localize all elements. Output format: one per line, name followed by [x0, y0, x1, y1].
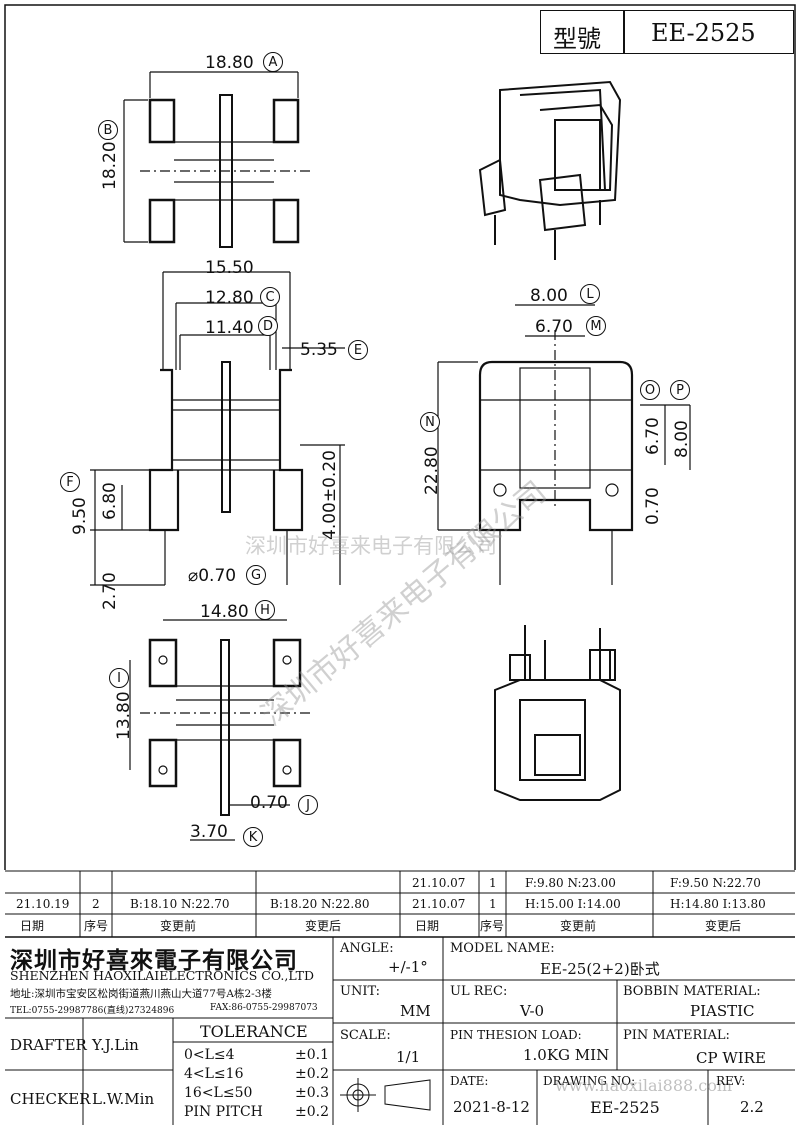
rev2-before-left: B:18.10 N:22.70: [130, 897, 230, 911]
marker-C: C: [260, 287, 280, 307]
tolerance-row: 16<L≤50±0.3: [184, 1085, 329, 1101]
drafter-value: Y.J.Lin: [92, 1036, 139, 1054]
scale-value: 1/1: [396, 1048, 421, 1066]
rev-header-after-left: 变更后: [305, 919, 342, 933]
bobbin-value: PIASTIC: [690, 1002, 755, 1020]
watermark-company: 深圳市好喜来电子有限公司: [245, 534, 497, 558]
marker-I: I: [109, 668, 129, 688]
tolerance-row: 0<L≤4±0.1: [184, 1047, 329, 1063]
angle-value: +/-1°: [388, 958, 428, 976]
marker-M: M: [586, 316, 606, 336]
rev-header-num-right: 序号: [480, 919, 505, 933]
marker-A: A: [263, 52, 283, 72]
pin-load-label: PIN THESION LOAD:: [450, 1028, 582, 1042]
rev-header-before-left: 变更前: [160, 919, 197, 933]
dim-A-value: 18.80: [205, 53, 254, 73]
tolerance-row: PIN PITCH±0.2: [184, 1104, 329, 1120]
date-label: DATE:: [450, 1074, 489, 1088]
dim-L-value: 8.00: [530, 286, 568, 306]
rev1-before-right: F:9.80 N:23.00: [525, 876, 616, 890]
rev1-after-right: F:9.50 N:22.70: [670, 876, 761, 890]
model-box: 型號 EE-2525: [540, 10, 794, 54]
rev1-date-right: 21.10.07: [412, 876, 466, 890]
pin-material-label: PIN MATERIAL:: [623, 1028, 730, 1043]
drawing-no-label: DRAWING NO:: [543, 1074, 636, 1088]
model-name-label: MODEL NAME:: [450, 941, 555, 956]
model-name-value: EE-25(2+2)卧式: [540, 960, 660, 978]
marker-K: K: [243, 827, 263, 847]
marker-N: N: [420, 412, 440, 432]
marker-B: B: [98, 120, 118, 140]
bottom-view: [129, 619, 310, 841]
dim-M-value: 6.70: [535, 317, 573, 337]
ul-value: V-0: [520, 1002, 545, 1020]
company-tel: TEL:0755-29987786(直线)27324896: [10, 1006, 175, 1016]
rev-header-before-right: 变更前: [560, 919, 597, 933]
drafter-label: DRAFTER: [10, 1036, 87, 1054]
bobbin-label: BOBBIN MATERIAL:: [623, 984, 761, 999]
rev-label: REV:: [716, 1074, 746, 1088]
marker-J: J: [298, 795, 318, 815]
scale-label: SCALE:: [340, 1028, 391, 1043]
rev2-after-right: H:14.80 I:13.80: [670, 897, 766, 911]
tolerance-title: TOLERANCE: [200, 1022, 308, 1041]
marker-F: F: [60, 472, 80, 492]
dim-J-value: 0.70: [250, 793, 288, 813]
dim-K-value: 3.70: [190, 822, 228, 842]
top-view: [123, 71, 310, 248]
model-label: 型號: [553, 25, 601, 53]
pin-material-value: CP WIRE: [696, 1049, 766, 1067]
isometric-view-top: [478, 80, 622, 260]
isometric-view-bottom: [494, 625, 621, 801]
dim-top-width: 15.50: [205, 258, 254, 278]
marker-L: L: [580, 284, 600, 304]
drawing-no-value: EE-2525: [590, 1098, 660, 1117]
marker-P: P: [670, 380, 690, 400]
model-value: EE-2525: [651, 19, 756, 47]
dim-C-value: 12.80: [205, 288, 254, 308]
rev-header-date-left: 日期: [20, 919, 45, 933]
unit-label: UNIT:: [340, 984, 381, 999]
checker-label: CHECKER: [10, 1090, 91, 1108]
rev2-date-left: 21.10.19: [16, 897, 70, 911]
marker-O: O: [640, 380, 660, 400]
pin-load-value: 1.0KG MIN: [523, 1046, 610, 1064]
marker-G: G: [246, 565, 266, 585]
angle-label: ANGLE:: [340, 941, 394, 956]
company-address: 地址:深圳市宝安区松岗街道燕川燕山大道77号A栋2-3楼: [10, 988, 272, 1000]
company-name-cn: 深圳市好喜來電子有限公司: [10, 947, 298, 974]
rev-header-date-right: 日期: [415, 919, 440, 933]
rev2-after-left: B:18.20 N:22.80: [270, 897, 370, 911]
tolerance-row: 4<L≤16±0.2: [184, 1066, 329, 1082]
rev2-before-right: H:15.00 I:14.00: [525, 897, 621, 911]
company-fax: FAX:86-0755-29987073: [210, 1003, 318, 1013]
front-view: [90, 271, 345, 586]
rev2-num-left: 2: [92, 897, 100, 911]
marker-D: D: [258, 316, 278, 336]
company-name-en: SHENZHEN HAOXILAIELECTRONICS CO.,LTD: [10, 968, 314, 983]
dim-G-value: ⌀0.70: [188, 566, 237, 586]
date-value: 2021-8-12: [453, 1098, 530, 1116]
side-view: [437, 304, 691, 585]
rev-value: 2.2: [740, 1098, 764, 1116]
dim-H-value: 14.80: [200, 602, 249, 622]
tolerance-list: 0<L≤4±0.1 4<L≤16±0.2 16<L≤50±0.3 PIN PIT…: [184, 1046, 329, 1122]
dim-D-value: 11.40: [205, 318, 254, 338]
dim-E-value: 5.35: [300, 340, 338, 360]
ul-label: UL REC:: [450, 984, 508, 999]
unit-value: MM: [400, 1002, 431, 1020]
rev1-num-right: 1: [489, 876, 497, 890]
rev-header-num-left: 序号: [84, 919, 109, 933]
url-watermark: www.haoxilai888.com: [555, 1076, 733, 1095]
marker-H: H: [255, 600, 275, 620]
checker-value: L.W.Min: [92, 1090, 155, 1108]
rev2-date-right: 21.10.07: [412, 897, 466, 911]
rev2-num-right: 1: [489, 897, 497, 911]
rev-header-after-right: 变更后: [705, 919, 742, 933]
marker-E: E: [348, 340, 368, 360]
technical-drawing: [4, 4, 796, 870]
